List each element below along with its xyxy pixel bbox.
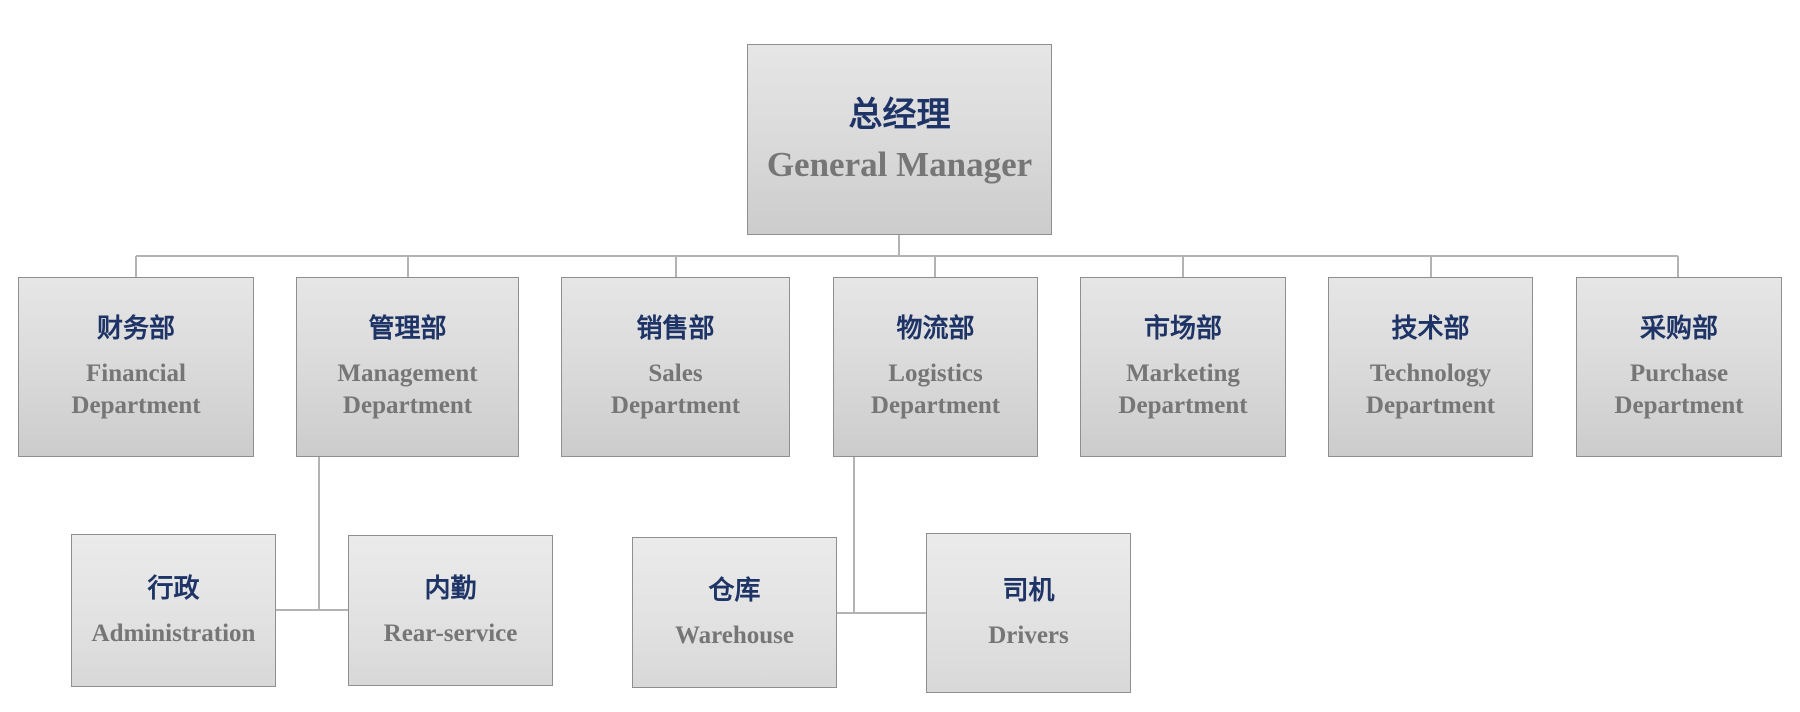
node-title-en: Management Department <box>337 360 478 419</box>
node-title-zh: 总经理 <box>848 94 951 135</box>
node-logistics-department: 物流部 Logistics Department <box>833 277 1038 457</box>
node-title-zh: 司机 <box>1002 576 1055 606</box>
node-purchase-department: 采购部 Purchase Department <box>1576 277 1782 457</box>
node-drivers: 司机 Drivers <box>926 533 1131 693</box>
node-marketing-department: 市场部 Marketing Department <box>1080 277 1286 457</box>
node-title-en: Warehouse <box>675 621 794 649</box>
node-administration: 行政 Administration <box>71 534 276 687</box>
node-title-zh: 财务部 <box>96 314 175 344</box>
node-rear-service: 内勤 Rear-service <box>348 535 553 686</box>
node-general-manager: 总经理 General Manager <box>747 44 1052 235</box>
node-title-zh: 市场部 <box>1143 314 1222 344</box>
node-title-en: General Manager <box>766 144 1033 184</box>
node-warehouse: 仓库 Warehouse <box>632 537 837 688</box>
node-management-department: 管理部 Management Department <box>296 277 519 457</box>
node-title-zh: 销售部 <box>636 314 715 344</box>
node-title-zh: 内勤 <box>424 573 477 604</box>
node-sales-department: 销售部 Sales Department <box>561 277 790 457</box>
node-title-en: Drivers <box>988 622 1069 649</box>
node-title-en: Purchase Department <box>1614 360 1744 419</box>
node-technology-department: 技术部 Technology Department <box>1328 277 1533 457</box>
node-title-en: Administration <box>91 619 256 647</box>
node-title-zh: 采购部 <box>1639 314 1718 344</box>
node-title-zh: 物流部 <box>896 314 975 344</box>
node-title-zh: 技术部 <box>1391 314 1470 344</box>
node-title-zh: 行政 <box>147 573 200 604</box>
node-title-en: Rear-service <box>383 619 518 647</box>
node-title-en: Technology Department <box>1365 360 1496 419</box>
node-financial-department: 财务部 Financial Department <box>18 277 254 457</box>
node-title-zh: 仓库 <box>708 575 761 606</box>
node-title-zh: 管理部 <box>368 314 447 344</box>
node-title-en: Logistics Department <box>870 360 1001 419</box>
node-title-en: Financial Department <box>71 360 201 419</box>
node-title-en: Marketing Department <box>1118 360 1248 419</box>
node-title-en: Sales Department <box>610 360 741 419</box>
